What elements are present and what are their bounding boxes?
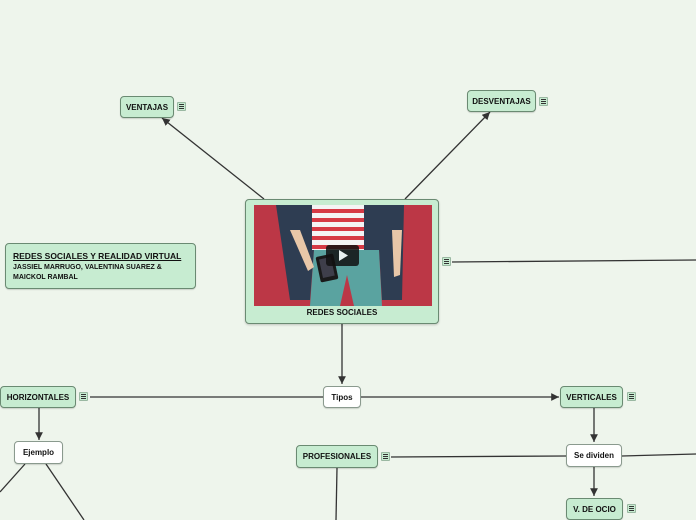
node-horizontales[interactable]: HORIZONTALES	[0, 386, 76, 408]
line-ejemplo-left	[0, 463, 26, 493]
note-icon[interactable]	[627, 504, 636, 513]
note-icon[interactable]	[381, 452, 390, 461]
line-profesionales-down	[335, 467, 338, 520]
node-label: VERTICALES	[566, 392, 617, 402]
node-label: Se dividen	[573, 451, 614, 460]
node-label: VENTAJAS	[125, 102, 169, 112]
line-right-offscreen	[451, 259, 696, 263]
node-v-de-ocio[interactable]: V. DE OCIO	[566, 498, 623, 520]
line-to-ventajas	[161, 117, 265, 200]
note-icon[interactable]	[79, 392, 88, 401]
note-icon[interactable]	[627, 392, 636, 401]
map-authors: JASSIEL MARRUGO, VALENTINA SUAREZ & MAIC…	[13, 264, 162, 281]
node-label: V. DE OCIO	[573, 504, 616, 514]
line-to-desventajas	[404, 111, 491, 200]
node-desventajas[interactable]: DESVENTAJAS	[467, 90, 536, 112]
node-se-dividen[interactable]: Se dividen	[566, 444, 622, 467]
video-thumbnail[interactable]	[254, 205, 432, 306]
line-se-dividen-right	[621, 453, 696, 457]
note-icon[interactable]	[442, 257, 451, 266]
node-label: DESVENTAJAS	[472, 96, 531, 106]
central-label: REDES SOCIALES	[306, 308, 378, 317]
line-ejemplo-right	[45, 463, 85, 520]
node-label: Ejemplo	[22, 448, 55, 457]
node-verticales[interactable]: VERTICALES	[560, 386, 623, 408]
node-label: PROFESIONALES	[302, 452, 372, 461]
node-label: HORIZONTALES	[6, 392, 70, 402]
line-se-dividen-profesionales	[390, 455, 567, 458]
note-icon[interactable]	[177, 102, 186, 111]
node-ejemplo[interactable]: Ejemplo	[14, 441, 63, 464]
map-title: REDES SOCIALES Y REALIDAD VIRTUAL	[13, 251, 182, 261]
node-profesionales[interactable]: PROFESIONALES	[296, 445, 378, 468]
node-label: Tipos	[331, 392, 353, 402]
node-ventajas[interactable]: VENTAJAS	[120, 96, 174, 118]
central-node[interactable]: REDES SOCIALES	[245, 199, 439, 324]
note-icon[interactable]	[539, 97, 548, 106]
play-icon[interactable]	[326, 245, 359, 266]
map-title-box[interactable]: REDES SOCIALES Y REALIDAD VIRTUAL JASSIE…	[5, 243, 196, 289]
node-tipos[interactable]: Tipos	[323, 386, 361, 408]
